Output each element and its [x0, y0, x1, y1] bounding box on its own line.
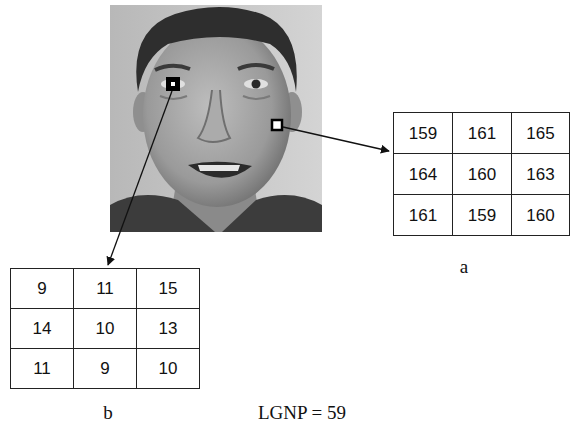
- eye-bag: [243, 96, 270, 99]
- face-photo: [110, 5, 322, 232]
- photo-background: [110, 5, 322, 232]
- sample-window: [166, 77, 180, 91]
- grid-border: [394, 113, 570, 236]
- pixel-value: 161: [468, 125, 496, 142]
- pixel-value: 160: [468, 166, 496, 183]
- face: [143, 23, 291, 207]
- pixel-grid: [394, 113, 570, 236]
- pixel-value: 11: [33, 360, 51, 377]
- pixel-value: 13: [159, 320, 178, 337]
- eye: [244, 79, 268, 89]
- eyebrow: [238, 65, 274, 69]
- grid-line: [394, 153, 570, 154]
- pixel-value: 165: [526, 125, 554, 142]
- sample-window: [272, 120, 282, 130]
- pixel-value: 159: [468, 207, 496, 224]
- grid-line: [452, 113, 453, 236]
- teeth: [198, 165, 240, 171]
- pixel-value: 15: [159, 280, 178, 297]
- grid-line: [511, 113, 512, 236]
- pixel-value: 164: [409, 166, 437, 183]
- grid-line: [136, 269, 137, 389]
- panel-label: b: [103, 403, 113, 422]
- pixel-value: 14: [33, 320, 52, 337]
- hair: [136, 7, 297, 92]
- pupil: [252, 80, 261, 89]
- grid-line: [394, 194, 570, 195]
- pixel-value: 10: [96, 320, 115, 337]
- pixel-value: 9: [100, 360, 109, 377]
- grid-line: [11, 308, 200, 309]
- grid-line: [73, 269, 74, 389]
- pixel-value: 159: [409, 125, 437, 142]
- eye-bag: [160, 96, 187, 99]
- pixel-value: 163: [526, 166, 554, 183]
- pixel-value: 160: [526, 207, 554, 224]
- eyebrow: [155, 66, 190, 70]
- grid-border: [11, 269, 200, 389]
- leader-arrow: [108, 91, 172, 265]
- panel-label: a: [460, 257, 468, 276]
- pixel-value: 10: [159, 360, 178, 377]
- grid-line: [11, 348, 200, 349]
- pixel-value: 11: [96, 280, 114, 297]
- mouth: [188, 162, 252, 178]
- nose: [198, 90, 230, 142]
- result-label: LGNP = 59: [258, 403, 346, 422]
- pixel-value: 9: [37, 280, 46, 297]
- pixel-value: 161: [409, 207, 437, 224]
- pixel-grid: [11, 269, 200, 389]
- sample-window: [171, 82, 175, 86]
- leader-arrow: [283, 127, 389, 151]
